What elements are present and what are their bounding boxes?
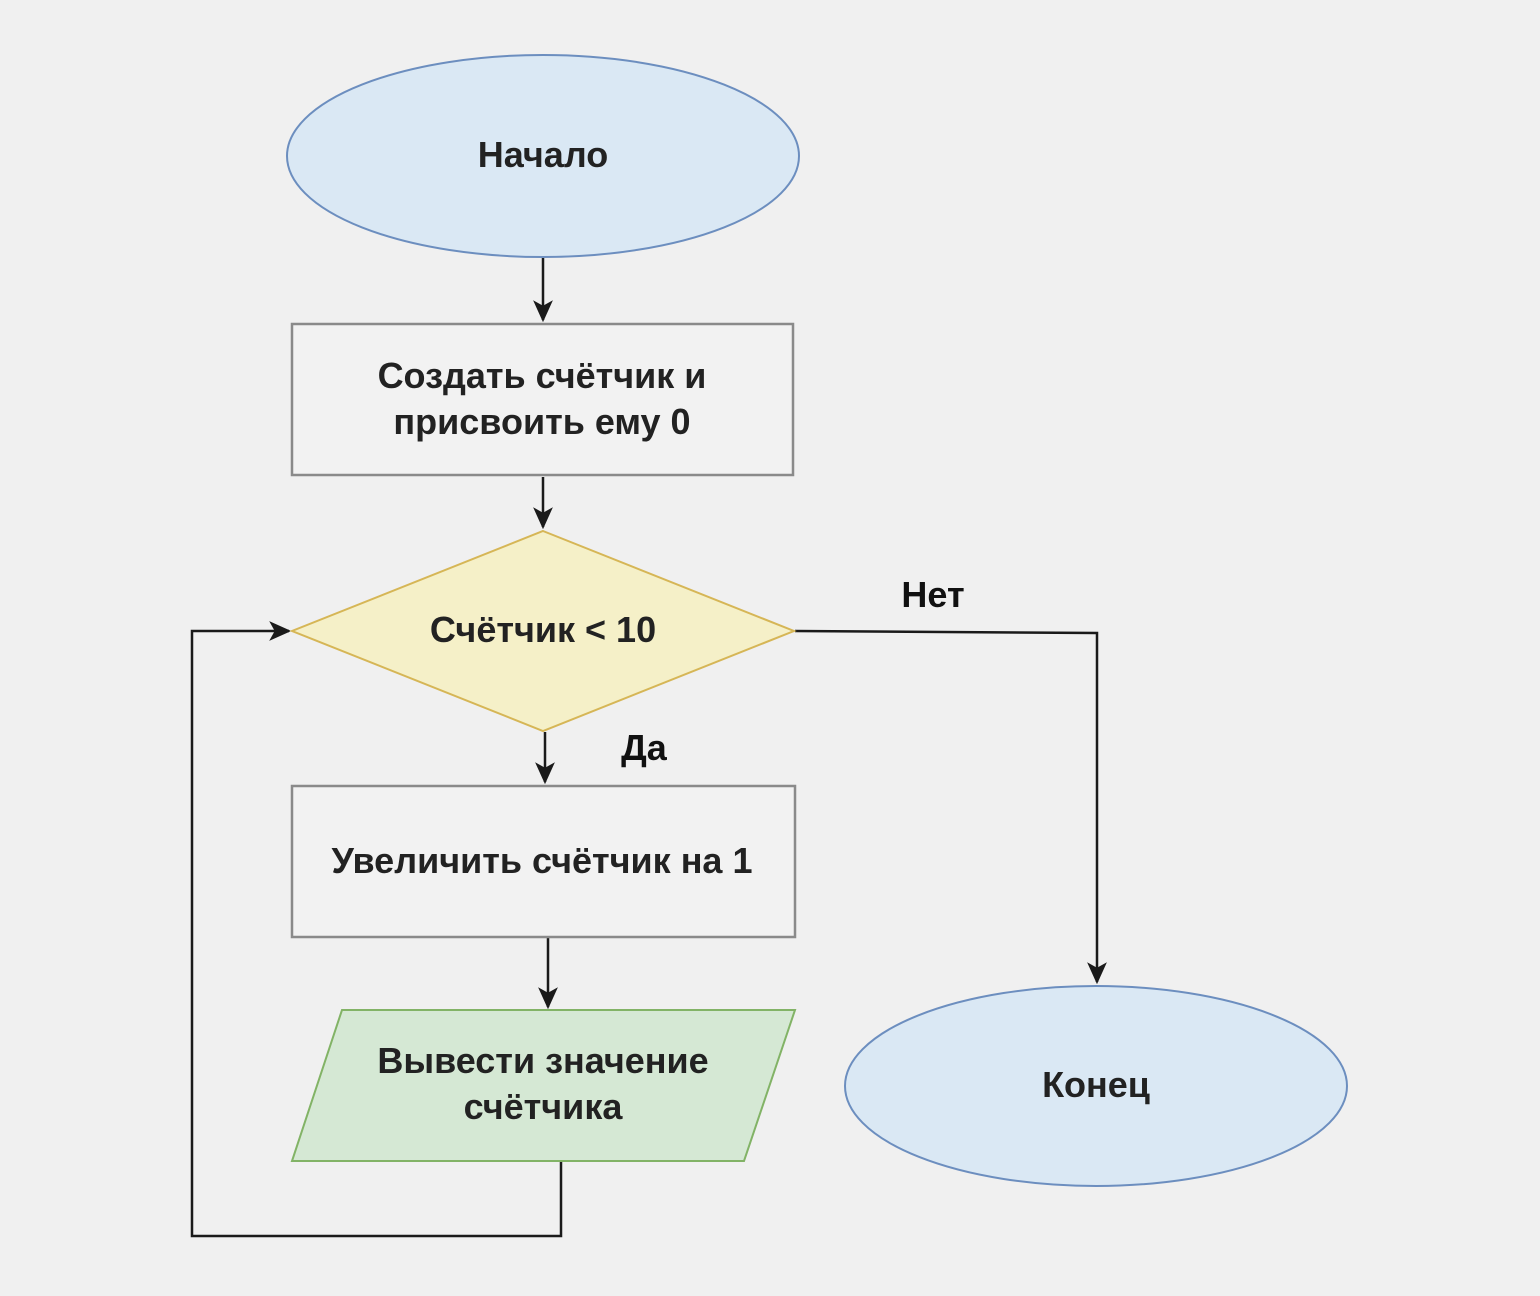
condition-node: Счётчик < 10 [289,529,797,733]
output-node: Вывести значение счётчика [290,1009,797,1162]
init-label-line2: присвоить ему 0 [393,401,690,442]
end-node: Конец [844,985,1348,1187]
yes-label: Да [621,727,668,768]
end-ellipse [844,985,1348,1187]
increment-node: Увеличить счётчик на 1 [290,784,797,939]
init-node: Создать счётчик и присвоить ему 0 [290,322,795,477]
start-node: Начало [286,54,800,258]
condition-diamond [289,529,797,733]
increment-rect [290,784,797,939]
output-label-line2: счётчика [464,1086,624,1127]
edge-condition-no-to-end [794,629,1107,985]
start-label: Начало [478,134,608,175]
no-label: Нет [901,574,964,615]
init-label-line1: Создать счётчик и [378,355,707,396]
end-label: Конец [1042,1064,1150,1105]
condition-label: Счётчик < 10 [430,609,656,650]
output-parallelogram [290,1009,797,1162]
increment-label: Увеличить счётчик на 1 [332,840,753,881]
output-label-line1: Вывести значение [377,1040,708,1081]
edge-output-loop-back [190,621,563,1238]
init-rect [290,322,795,477]
start-ellipse [286,54,800,258]
